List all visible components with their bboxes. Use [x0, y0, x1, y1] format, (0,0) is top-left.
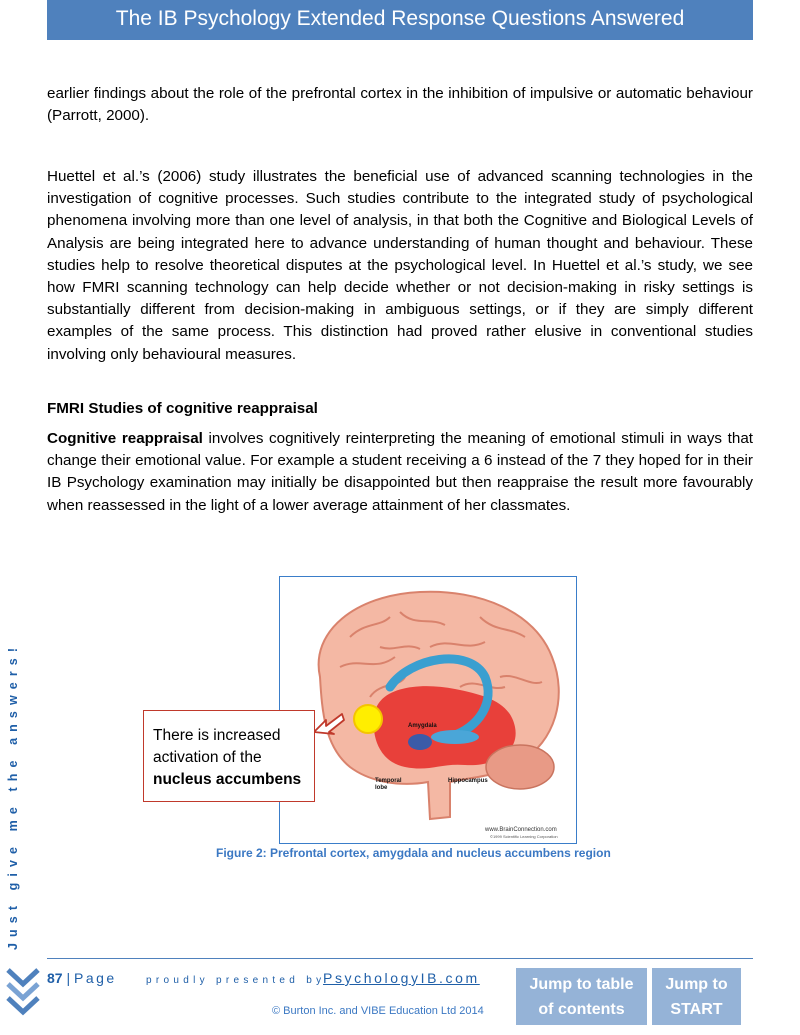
amygdala-shape — [408, 734, 432, 750]
cerebellum — [485, 744, 555, 790]
section-heading: FMRI Studies of cognitive reappraisal — [47, 400, 318, 417]
brain-illustration: Amygdala Temporal lobe Hippocampus www.B… — [317, 590, 560, 839]
brain-figure: Amygdala Temporal lobe Hippocampus www.B… — [279, 576, 577, 844]
toc-button-line-1: Jump to table — [529, 975, 634, 993]
page-number-value: 87 — [47, 970, 63, 986]
annotation-callout: There is increased activation of the nuc… — [143, 710, 315, 802]
figure-caption: Figure 2: Prefrontal cortex, amygdala an… — [216, 846, 611, 860]
callout-arrow — [313, 713, 345, 735]
label-hippocampus: Hippocampus — [448, 778, 488, 784]
callout-line-1: There is increased — [153, 727, 281, 744]
hippocampus-shape — [431, 730, 479, 744]
sidebar-tagline: Just give me the answers! — [6, 641, 20, 950]
page-number: 87 | Page — [47, 970, 117, 986]
callout-line-2: activation of the — [153, 749, 262, 766]
label-temporal: Temporal — [375, 778, 402, 784]
nucleus-accumbens-marker — [353, 704, 383, 734]
paragraph-3: Cognitive reappraisal involves cognitive… — [47, 428, 753, 517]
label-lobe: lobe — [375, 785, 388, 791]
jump-to-toc-button[interactable]: Jump to table of contents — [516, 968, 647, 1025]
document-title: The IB Psychology Extended Response Ques… — [115, 7, 685, 30]
image-credit: www.BrainConnection.com — [484, 827, 557, 833]
image-credit-small: ©1999 Scientific Learning Corporation — [490, 834, 558, 839]
callout-bold-term: nucleus accumbens — [153, 771, 302, 788]
start-button-line-1: Jump to — [665, 975, 728, 993]
fornix-arc — [385, 654, 493, 742]
paragraph-1: earlier findings about the role of the p… — [47, 85, 753, 125]
header-bar: The IB Psychology Extended Response Ques… — [47, 0, 753, 40]
jump-to-start-button[interactable]: Jump to START — [652, 968, 741, 1025]
toc-button-line-2: of contents — [538, 1000, 625, 1018]
page-separator: | — [62, 970, 74, 986]
page-label: Page — [74, 970, 117, 986]
chevron-down-icon — [6, 968, 40, 1016]
paragraph-3-text: involves cognitively reinterpreting the … — [47, 430, 753, 514]
presented-by: proudly presented by — [146, 975, 326, 986]
limbic-region — [373, 686, 516, 769]
paragraph-2: Huettel et al.’s (2006) study illustrate… — [47, 168, 753, 363]
label-amygdala: Amygdala — [408, 723, 437, 729]
brain-folds — [339, 611, 543, 698]
footer-divider — [47, 958, 753, 959]
site-link[interactable]: PsychologyIB.com — [323, 970, 480, 986]
copyright-notice: © Burton Inc. and VIBE Education Ltd 201… — [272, 1005, 484, 1017]
start-button-line-2: START — [670, 1000, 723, 1018]
key-term: Cognitive reappraisal — [47, 430, 203, 447]
